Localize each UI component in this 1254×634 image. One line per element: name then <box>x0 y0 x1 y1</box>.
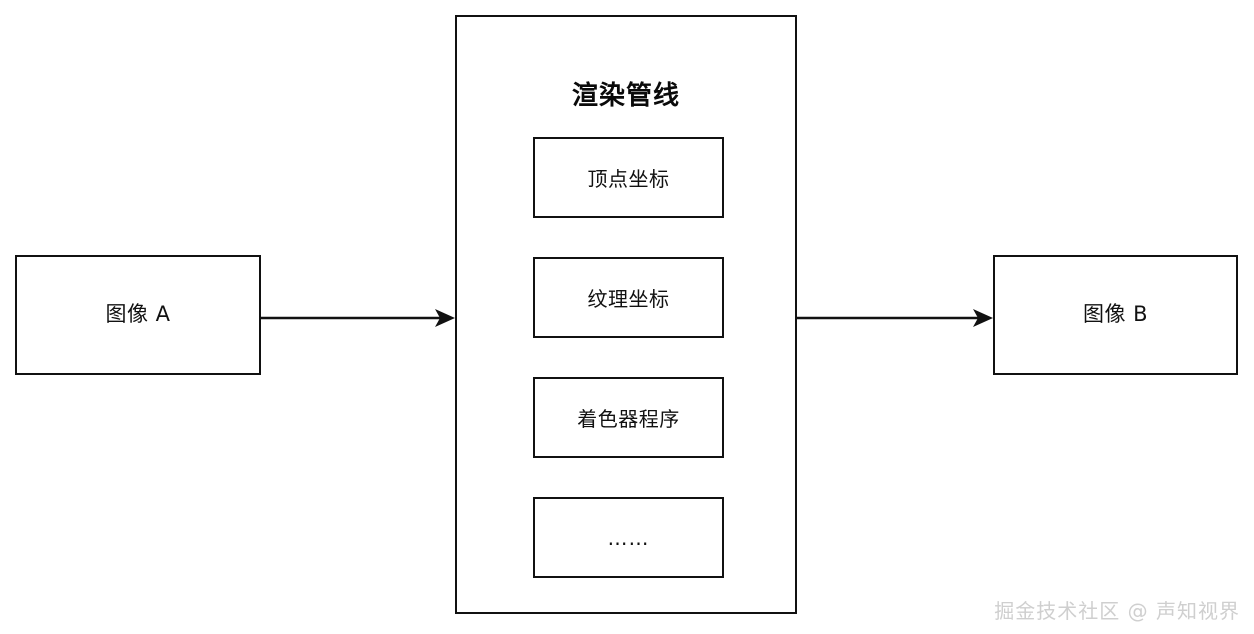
pipeline-stage-more: …… <box>533 497 724 578</box>
pipeline-stage-label: 纹理坐标 <box>587 287 670 311</box>
pipeline-title: 渲染管线 <box>571 81 680 111</box>
box-image-a: 图像 A <box>15 255 261 375</box>
pipeline-stage-label: 着色器程序 <box>577 407 680 431</box>
box-image-b: 图像 B <box>993 255 1238 375</box>
pipeline-stage-vertex-coordinates: 顶点坐标 <box>533 137 724 218</box>
box-image-a-label: 图像 A <box>105 302 171 327</box>
pipeline-stage-label: …… <box>607 525 650 550</box>
arrow-image-a-to-pipeline <box>259 309 455 327</box>
pipeline-container: 渲染管线 顶点坐标 纹理坐标 着色器程序 …… <box>455 15 797 614</box>
pipeline-stage-shader-program: 着色器程序 <box>533 377 724 458</box>
pipeline-stage-texture-coordinates: 纹理坐标 <box>533 257 724 338</box>
arrow-pipeline-to-image-b <box>795 309 993 327</box>
pipeline-stage-label: 顶点坐标 <box>587 167 670 191</box>
watermark: 掘金技术社区 @ 声知视界 <box>994 599 1240 623</box>
box-image-b-label: 图像 B <box>1082 302 1149 327</box>
